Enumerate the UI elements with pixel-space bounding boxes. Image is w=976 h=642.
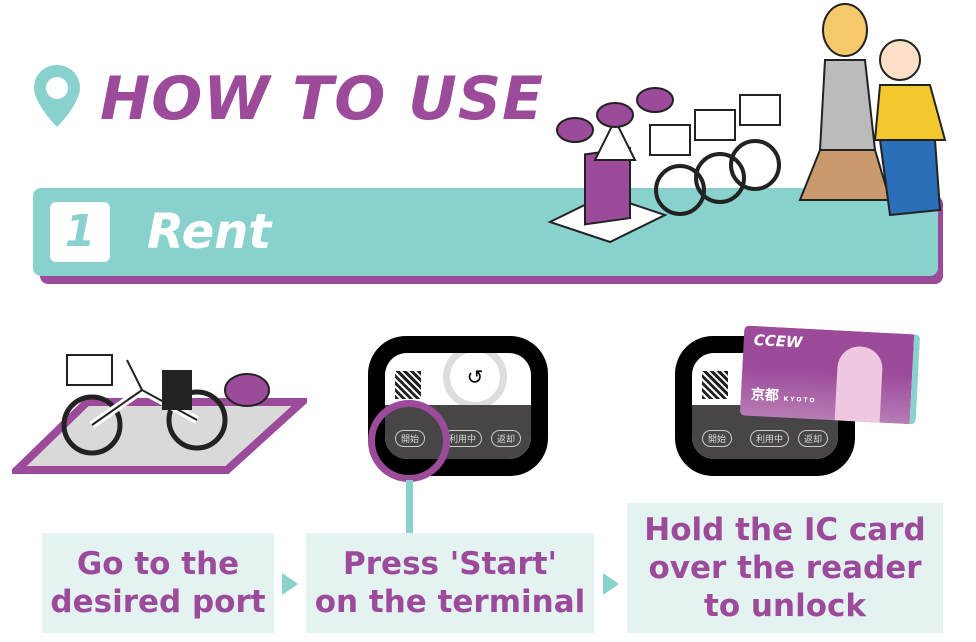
instruction-line: to unlock bbox=[704, 588, 866, 624]
map-pin-icon bbox=[34, 65, 80, 127]
terminal-start-button[interactable]: 開始 bbox=[702, 430, 733, 447]
instruction-panel-3: Hold the IC card over the reader to unlo… bbox=[627, 503, 943, 633]
instruction-line: Go to the bbox=[76, 546, 240, 582]
qr-code-icon bbox=[395, 371, 421, 399]
highlight-circle bbox=[368, 400, 450, 482]
card-figure bbox=[834, 345, 884, 423]
card-logo: CCEW bbox=[753, 330, 803, 352]
bike-at-port-illustration bbox=[12, 354, 307, 474]
terminal-in-use-button[interactable]: 利用中 bbox=[750, 430, 790, 447]
step-number: 1 bbox=[50, 202, 110, 262]
instruction-panel-1: Go to the desired port bbox=[42, 533, 274, 633]
instruction-line: over the reader bbox=[648, 550, 922, 586]
step-label: Rent bbox=[147, 204, 272, 260]
reader-ring: ↺ bbox=[443, 353, 507, 409]
terminal-return-button[interactable]: 返却 bbox=[491, 430, 522, 447]
page-title: HOW TO USE bbox=[100, 64, 545, 134]
step-banner bbox=[33, 188, 938, 276]
instruction-line: on the terminal bbox=[314, 584, 586, 620]
arrow-right-icon bbox=[603, 573, 619, 595]
terminal-return-button[interactable]: 返却 bbox=[798, 430, 829, 447]
card-city-roman: KYOTO bbox=[783, 395, 817, 405]
instruction-line: desired port bbox=[50, 584, 266, 620]
card-city: 京都 bbox=[750, 386, 780, 405]
qr-code-icon bbox=[702, 371, 728, 399]
ic-card: CCEW 京都 KYOTO bbox=[739, 325, 921, 425]
instruction-line: Press 'Start' bbox=[343, 546, 557, 582]
connector-line bbox=[406, 480, 413, 534]
instruction-line: Hold the IC card bbox=[644, 512, 926, 548]
bike-port-illustration bbox=[547, 3, 947, 244]
arrow-right-icon bbox=[282, 573, 298, 595]
instruction-panel-2: Press 'Start' on the terminal bbox=[306, 533, 594, 633]
